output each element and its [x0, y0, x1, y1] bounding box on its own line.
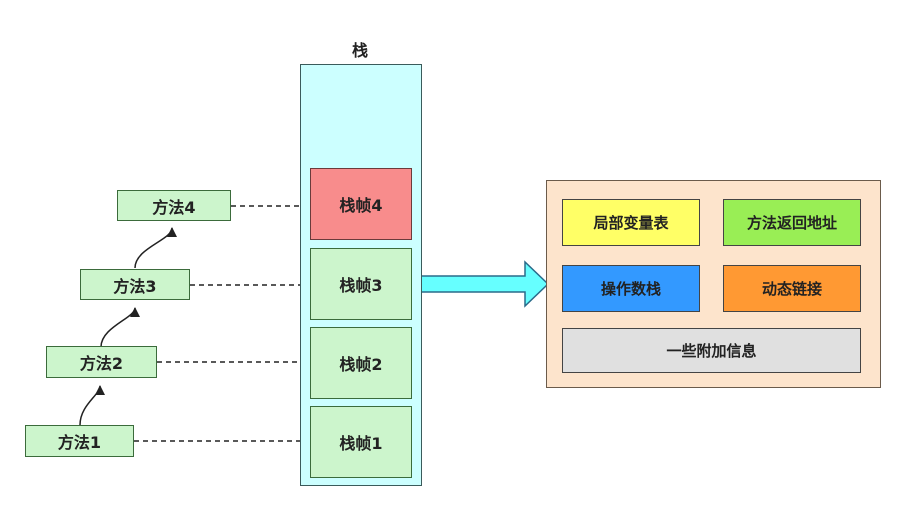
method-1: 方法1 — [25, 425, 134, 457]
invoke-arrow-3-4 — [134, 227, 177, 269]
local-variable-table: 局部变量表 — [562, 199, 700, 246]
dynamic-linking: 动态链接 — [723, 265, 861, 312]
frame-4: 栈帧4 — [310, 168, 412, 240]
method-4: 方法4 — [117, 190, 231, 221]
frame-3: 栈帧3 — [310, 248, 412, 320]
invoke-arrow-1-2 — [79, 385, 105, 426]
expand-arrow — [410, 260, 550, 308]
frame-1: 栈帧1 — [310, 406, 412, 478]
additional-info: 一些附加信息 — [562, 328, 861, 373]
method-return-address: 方法返回地址 — [723, 199, 861, 246]
invoke-arrow-2-3 — [100, 307, 140, 348]
stack-title: 栈 — [351, 41, 368, 60]
frame-2: 栈帧2 — [310, 327, 412, 399]
method-2: 方法2 — [46, 346, 157, 378]
method-3: 方法3 — [80, 269, 190, 300]
operand-stack: 操作数栈 — [562, 265, 700, 312]
